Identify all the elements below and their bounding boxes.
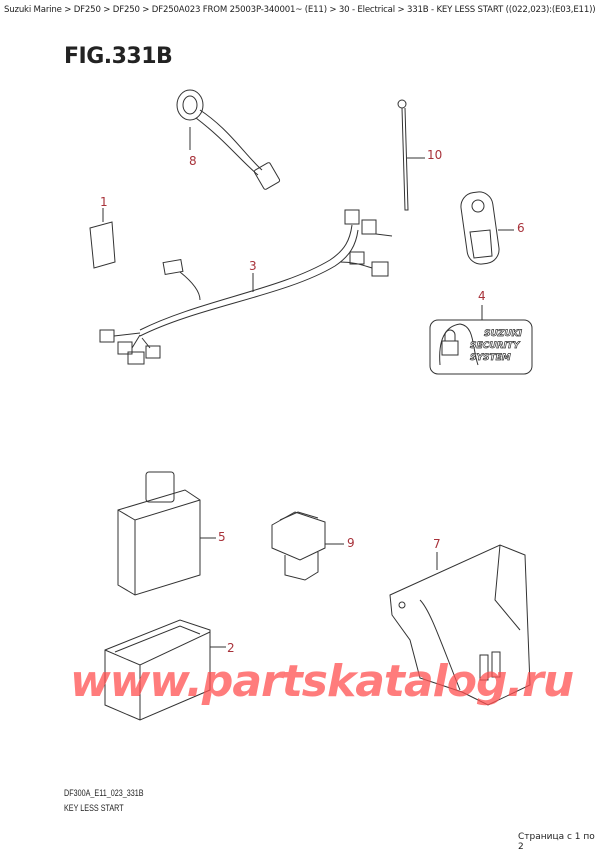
part-label-1[interactable]: 1 [100, 195, 108, 209]
part-5-module [117, 471, 216, 596]
part-3-harness [99, 209, 393, 365]
diagram-title: KEY LESS START [64, 803, 124, 813]
part-4-security-badge: SUZUKI SECURITY SYSTEM [429, 305, 533, 375]
part-8-sensor [176, 89, 281, 190]
part-label-4[interactable]: 4 [478, 289, 486, 303]
badge-line-1: SUZUKI [484, 329, 523, 339]
diagram-code: DF300A_E11_023_331B [64, 788, 144, 798]
watermark: www.partskatalog.ru [70, 656, 574, 707]
part-label-8[interactable]: 8 [189, 154, 197, 168]
part-9-switch [271, 511, 344, 581]
part-7-bracket [389, 544, 531, 706]
part-1-card [89, 208, 116, 269]
part-label-2[interactable]: 2 [227, 641, 235, 655]
figure-title: FIG.331B [64, 44, 173, 69]
part-label-3[interactable]: 3 [249, 259, 257, 273]
breadcrumb[interactable]: Suzuki Marine > DF250 > DF250 > DF250A02… [4, 5, 596, 15]
part-label-7[interactable]: 7 [433, 537, 441, 551]
badge-line-2: SECURITY [470, 341, 521, 351]
part-2-holder [104, 619, 226, 721]
page-indicator: Страница с 1 по 2 [518, 832, 595, 852]
part-label-6[interactable]: 6 [517, 221, 525, 235]
part-6-key-fob [460, 191, 514, 265]
badge-line-3: SYSTEM [470, 353, 511, 363]
part-label-10[interactable]: 10 [427, 148, 443, 162]
part-label-9[interactable]: 9 [347, 536, 355, 550]
part-label-5[interactable]: 5 [218, 530, 226, 544]
part-10-cable-tie [397, 99, 425, 211]
